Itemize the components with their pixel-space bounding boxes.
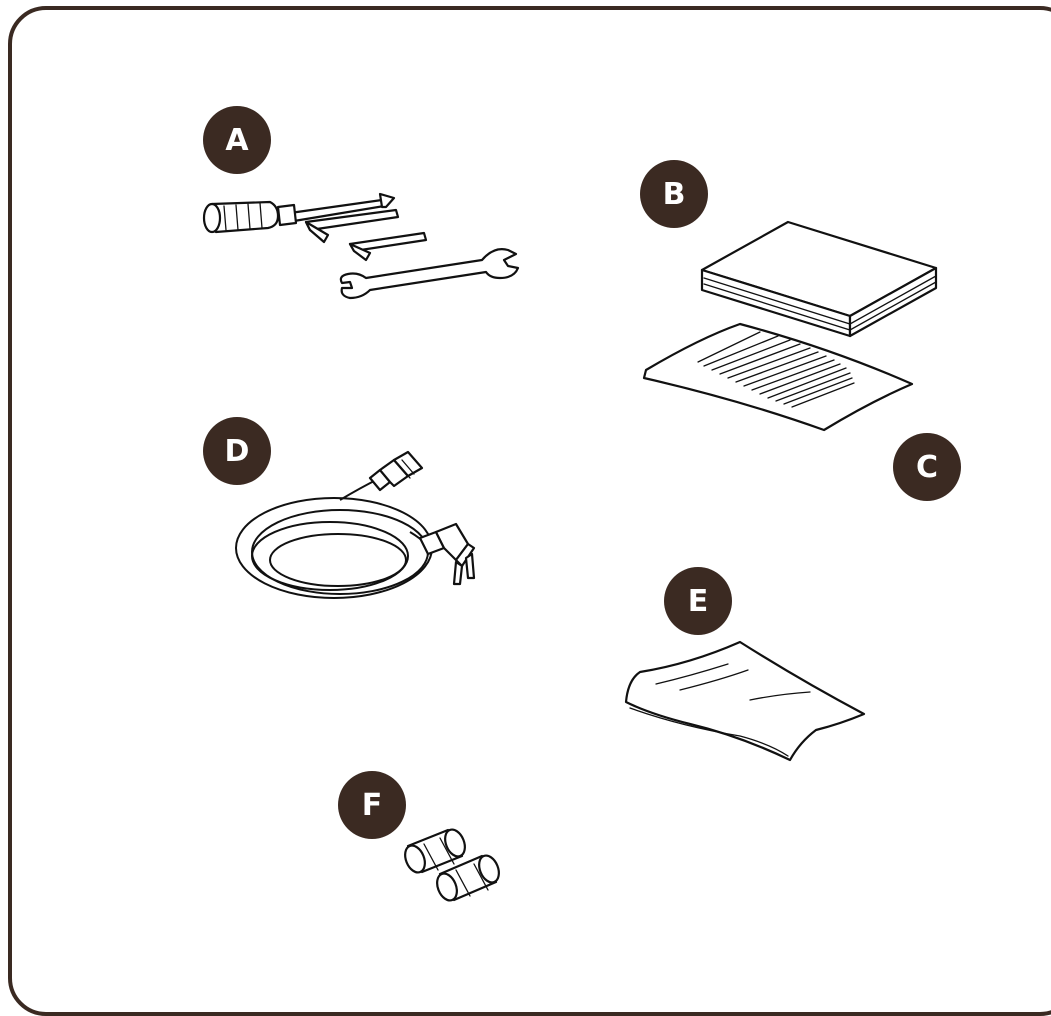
badge-f: F: [338, 771, 406, 839]
wrench-icon: [339, 248, 520, 300]
tool-set-illustration: [202, 192, 520, 300]
accessory-frame: [8, 6, 1051, 1016]
cable-coils: [235, 477, 433, 599]
schuko-plug-icon: [418, 522, 476, 586]
badge-c: C: [893, 433, 961, 501]
badge-b: B: [640, 160, 708, 228]
plastic-bag-illustration: [624, 640, 866, 762]
badge-a: A: [203, 106, 271, 174]
hex-key-short-icon: [348, 231, 428, 262]
fuse-1-icon: [404, 828, 466, 874]
screwdriver-icon: [202, 192, 396, 234]
badge-e: E: [664, 567, 732, 635]
iec-connector-icon: [368, 450, 424, 492]
fuses-illustration: [404, 828, 500, 902]
badge-d: D: [203, 417, 271, 485]
power-cord-illustration: [235, 450, 476, 599]
text-lines: [697, 331, 855, 408]
fuse-2-icon: [436, 854, 500, 902]
manual-booklet-illustration: [700, 220, 938, 338]
hex-key-long-icon: [304, 208, 400, 244]
paper-sheet-illustration: [642, 322, 914, 432]
